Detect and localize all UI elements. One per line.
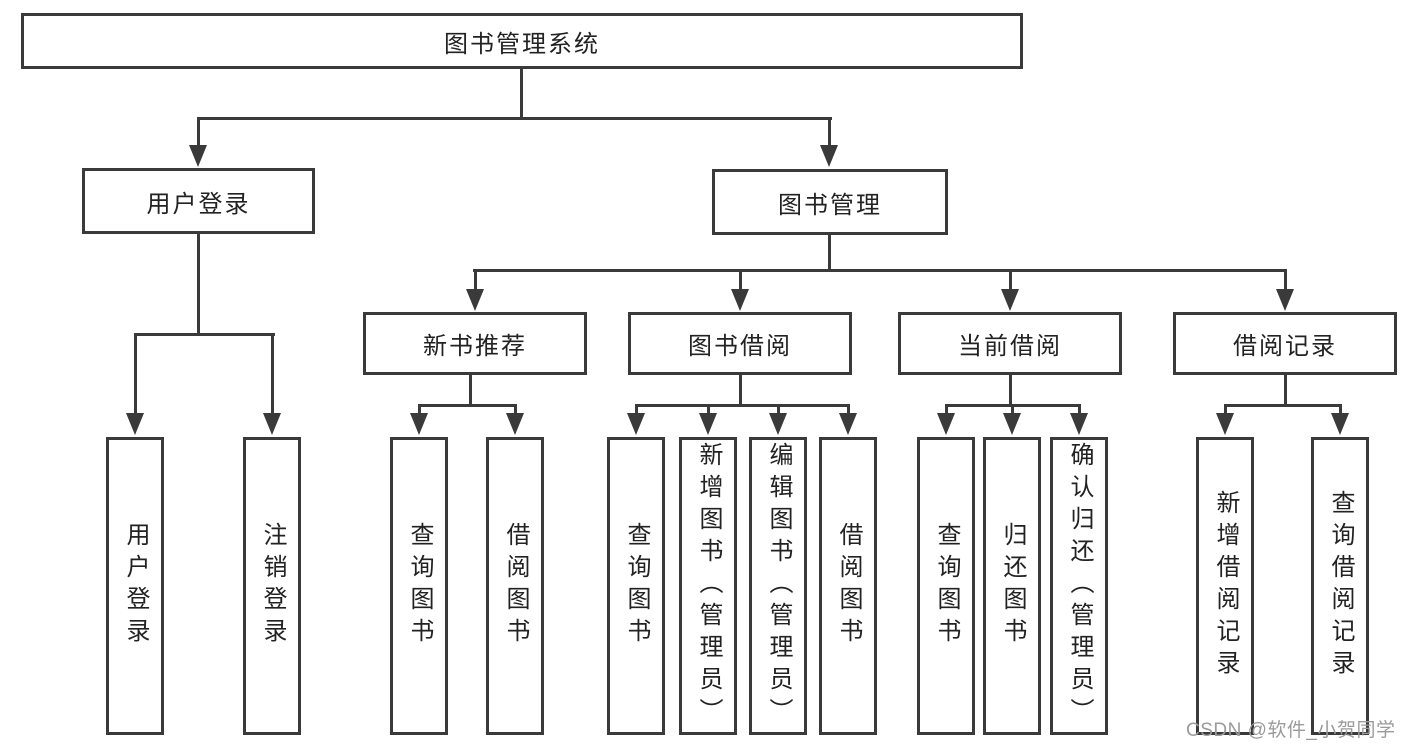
leaf-recommend-query-books: 查询图书	[390, 437, 448, 735]
leaf-label: 用户登录	[122, 522, 149, 650]
connector-line	[418, 404, 517, 407]
arrowhead	[769, 413, 787, 435]
leaf-records-query-record: 查询借阅记录	[1311, 437, 1369, 735]
leaf-logout: 注销登录	[243, 437, 301, 735]
leaf-label: 查询图书	[623, 522, 650, 650]
arrowhead	[731, 289, 749, 311]
connector-line	[418, 404, 421, 415]
connector-line	[1009, 269, 1012, 290]
connector-line	[1009, 375, 1012, 406]
connector-line	[134, 333, 275, 336]
arrowhead	[126, 413, 144, 435]
connector-line	[945, 404, 948, 415]
connector-line	[197, 233, 200, 335]
leaf-borrow-borrow-books: 借阅图书	[819, 437, 877, 735]
leaf-label: 归还图书	[999, 522, 1026, 650]
leaf-label: 新增图书（管理员）	[695, 442, 722, 730]
node-book-borrow: 图书借阅	[628, 312, 852, 375]
connector-line	[828, 235, 831, 272]
node-user-login: 用户登录	[82, 168, 315, 234]
leaf-current-query-books: 查询图书	[917, 437, 975, 735]
node-new-book-recommend: 新书推荐	[363, 312, 587, 375]
leaf-label: 查询图书	[406, 522, 433, 650]
connector-line	[707, 404, 710, 415]
arrowhead	[506, 413, 524, 435]
leaf-borrow-add-books: 新增图书（管理员）	[679, 437, 737, 735]
node-current-borrow: 当前借阅	[898, 312, 1122, 375]
connector-line	[1284, 269, 1287, 290]
arrowhead	[1331, 413, 1349, 435]
arrowhead	[1001, 289, 1019, 311]
watermark: CSDN @软件_小贺同学	[1186, 720, 1396, 741]
arrowhead	[820, 145, 838, 167]
leaf-user-login: 用户登录	[106, 437, 164, 735]
leaf-label: 编辑图书（管理员）	[765, 442, 792, 730]
connector-line	[469, 375, 472, 406]
arrowhead	[1003, 413, 1021, 435]
connector-line	[474, 269, 477, 290]
leaf-label: 借阅图书	[835, 522, 862, 650]
connector-line	[134, 333, 137, 415]
arrowhead	[1070, 413, 1088, 435]
connector-line	[1284, 375, 1287, 406]
leaf-label: 确认归还（管理员）	[1066, 442, 1093, 730]
leaf-records-add-record: 新增借阅记录	[1196, 437, 1254, 735]
leaf-current-return-books: 归还图书	[983, 437, 1041, 735]
leaf-borrow-edit-books: 编辑图书（管理员）	[749, 437, 807, 735]
connector-line	[1224, 404, 1227, 415]
arrowhead	[189, 145, 207, 167]
leaf-label: 查询借阅记录	[1327, 490, 1354, 682]
leaf-recommend-borrow-books: 借阅图书	[486, 437, 544, 735]
leaf-label: 借阅图书	[502, 522, 529, 650]
connector-line	[777, 404, 780, 415]
connector-line	[473, 269, 1287, 272]
leaf-label: 新增借阅记录	[1212, 490, 1239, 682]
connector-line	[1224, 404, 1342, 407]
connector-line	[271, 333, 274, 415]
node-root: 图书管理系统	[21, 13, 1023, 69]
arrowhead	[627, 413, 645, 435]
arrowhead	[1276, 289, 1294, 311]
connector-line	[828, 117, 831, 146]
leaf-borrow-query-books: 查询图书	[607, 437, 665, 735]
arrowhead	[466, 289, 484, 311]
connector-line	[847, 404, 850, 415]
arrowhead	[839, 413, 857, 435]
connector-line	[514, 404, 517, 415]
arrowhead	[699, 413, 717, 435]
connector-line	[739, 269, 742, 290]
leaf-label: 注销登录	[259, 522, 286, 650]
connector-line	[1339, 404, 1342, 415]
node-borrow-records: 借阅记录	[1173, 312, 1397, 375]
arrowhead	[410, 413, 428, 435]
connector-line	[520, 68, 523, 118]
connector-line	[197, 117, 832, 120]
arrowhead	[263, 413, 281, 435]
connector-line	[1011, 404, 1014, 415]
connector-line	[739, 375, 742, 406]
arrowhead	[937, 413, 955, 435]
connector-line	[635, 404, 850, 407]
leaf-current-confirm-return: 确认归还（管理员）	[1050, 437, 1108, 735]
connector-line	[197, 117, 200, 146]
node-book-mgmt: 图书管理	[712, 169, 948, 235]
connector-line	[1078, 404, 1081, 415]
arrowhead	[1216, 413, 1234, 435]
leaf-label: 查询图书	[933, 522, 960, 650]
connector-line	[635, 404, 638, 415]
